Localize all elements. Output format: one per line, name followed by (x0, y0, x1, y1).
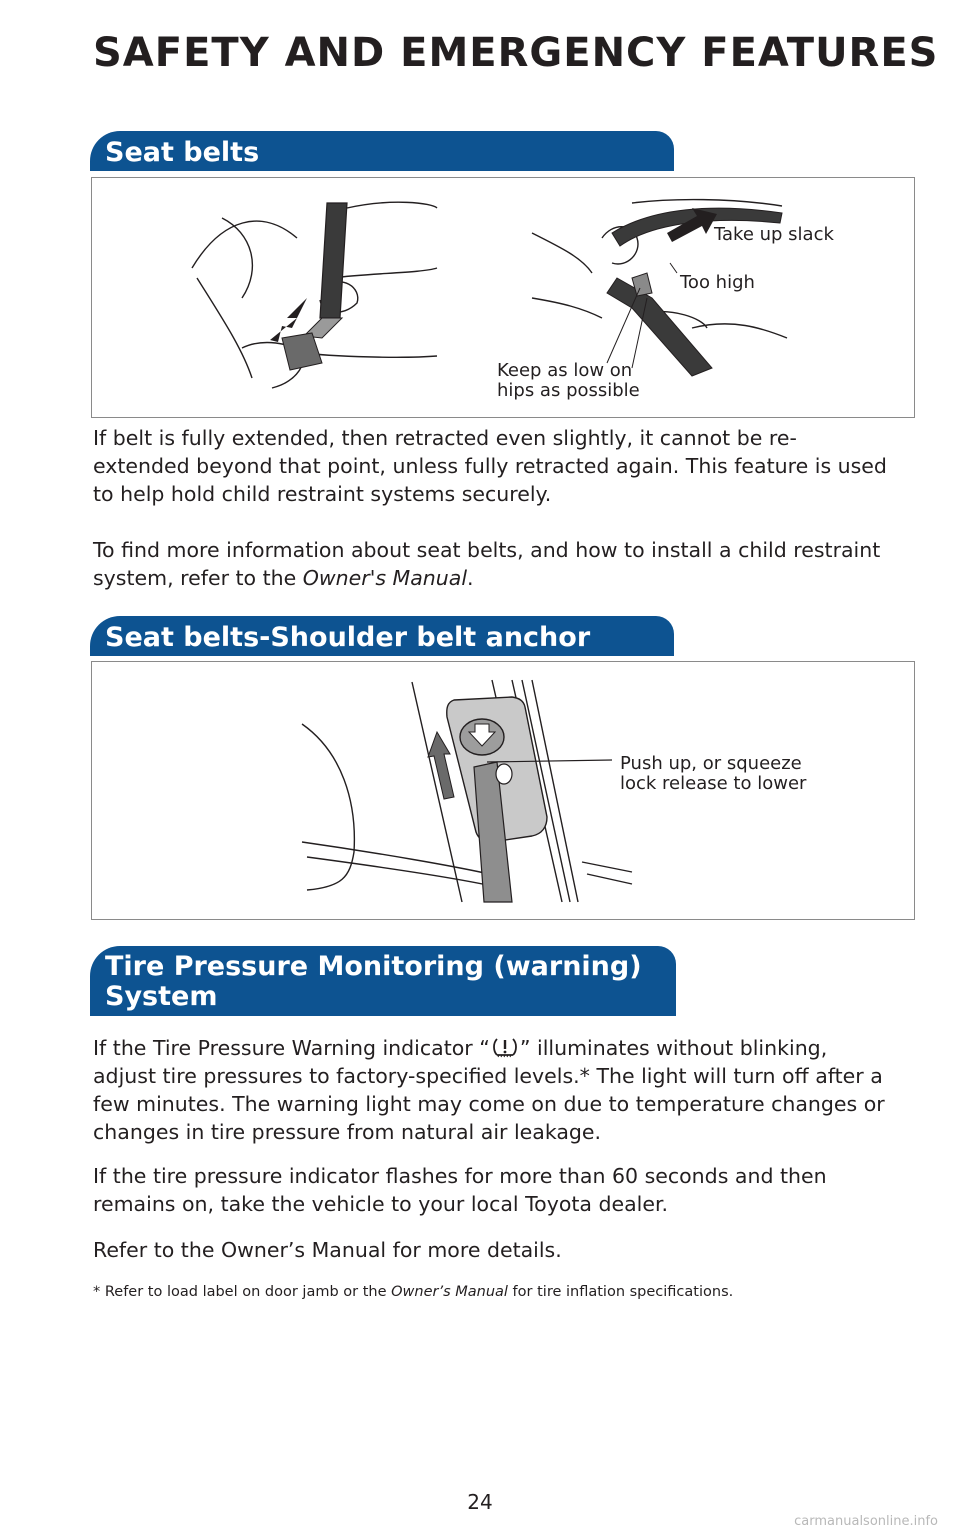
shoulder-anchor-illustration: Push up, or squeeze lock release to lowe… (91, 661, 915, 920)
section-heading-seat-belts: Seat belts (90, 131, 674, 171)
callout-too-high: Too high (680, 272, 755, 293)
page-title: SAFETY AND EMERGENCY FEATURES (93, 30, 939, 76)
seat-belt-paragraph-2-text: To find more information about seat belt… (93, 538, 881, 590)
callout-push-up-line2: lock release to lower (620, 773, 807, 794)
callout-push-up-line1: Push up, or squeeze (620, 753, 802, 774)
tpms-paragraph-1-start: If the Tire Pressure Warning indicator “ (93, 1036, 490, 1060)
seat-belt-illustration: Take up slack Too high Keep as low on hi… (91, 177, 915, 418)
seat-belt-paragraph-1: If belt is fully extended, then retracte… (93, 426, 887, 506)
tpms-paragraph-1: If the Tire Pressure Warning indicator “… (93, 1034, 893, 1146)
section-heading-tpms: Tire Pressure Monitoring (warning) Syste… (90, 946, 676, 1016)
footnote-owners-manual: Owner’s Manual (391, 1284, 508, 1300)
owners-manual-reference: Owner's Manual (302, 566, 468, 590)
callout-take-up-slack: Take up slack (714, 224, 834, 245)
watermark: carmanualsonline.info (794, 1514, 938, 1529)
seat-belt-drawing (191, 198, 788, 389)
tpms-paragraph-3: Refer to the Owner’s Manual for more det… (93, 1238, 562, 1262)
tpms-heading-line1: Tire Pressure Monitoring (warning) (105, 951, 642, 982)
tpms-paragraph-2: If the tire pressure indicator flashes f… (93, 1164, 827, 1216)
tpms-footnote: * Refer to load label on door jamb or th… (93, 1284, 733, 1300)
shoulder-anchor-drawing (301, 679, 633, 903)
seat-belt-paragraph-2-end: . (467, 566, 474, 590)
tpms-paragraph-1-rest: ” illuminates without blinking, adjust t… (93, 1036, 885, 1144)
footnote-start: * Refer to load label on door jamb or th… (93, 1284, 392, 1300)
tpms-heading-line2: System (105, 981, 218, 1012)
callout-keep-low-line2: hips as possible (497, 380, 640, 401)
page-number: 24 (467, 1490, 493, 1514)
seat-belt-paragraph-2: To find more information about seat belt… (93, 536, 893, 592)
tire-pressure-warning-icon (490, 1036, 520, 1058)
section-heading-shoulder-belt-anchor: Seat belts-Shoulder belt anchor (90, 616, 674, 656)
footnote-end: for tire inflation specifications. (507, 1284, 734, 1300)
callout-keep-low-line1: Keep as low on (497, 360, 633, 381)
